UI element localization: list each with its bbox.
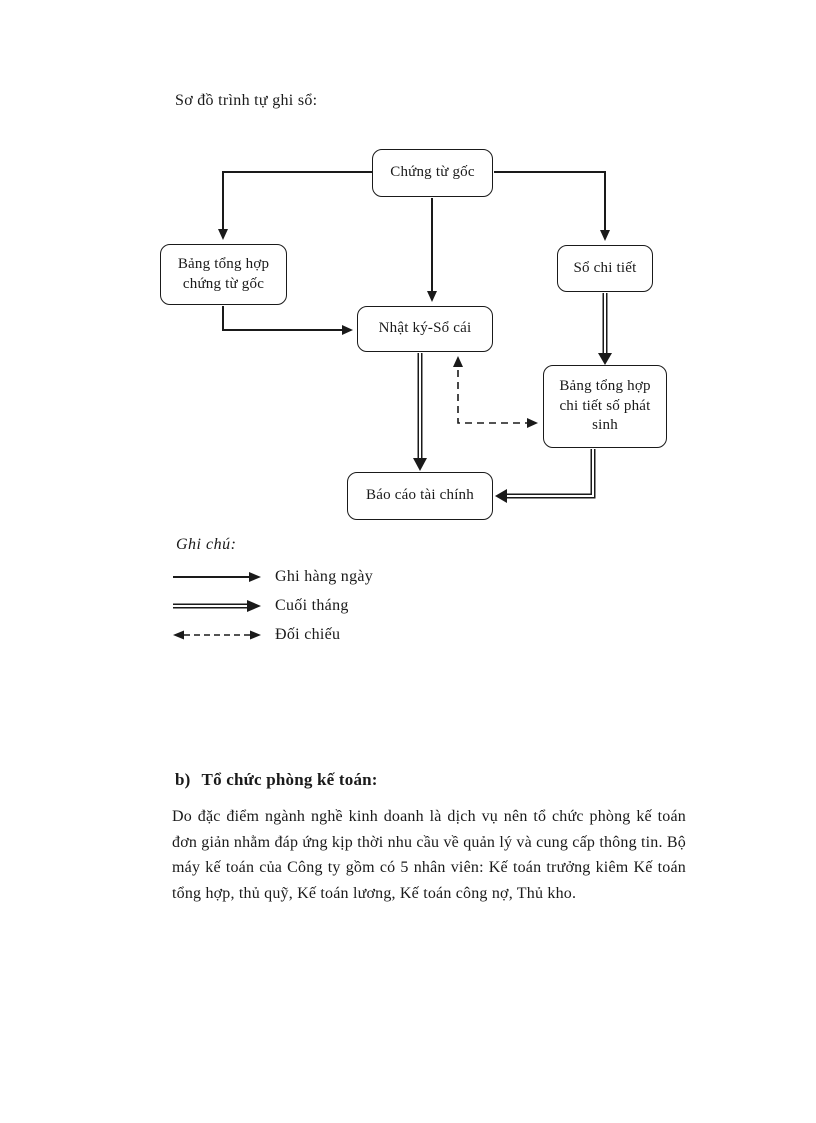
double-arrow-sochitiet-to-bangthct bbox=[598, 293, 612, 365]
arrow-chungtu-to-bangthctg bbox=[218, 171, 372, 240]
flowchart-node-bang-tong-hop-chung-tu-goc: Bảng tổng hợp chứng từ gốc bbox=[160, 244, 287, 305]
dashed-arrow-nhatky-bangthct bbox=[453, 356, 538, 428]
arrow-bangthctg-to-nhatky bbox=[222, 306, 353, 335]
diagram-caption: Sơ đồ trình tự ghi sổ: bbox=[175, 92, 318, 109]
legend-label-daily: Ghi hàng ngày bbox=[275, 567, 374, 585]
flowchart-node-so-chi-tiet: Sổ chi tiết bbox=[557, 245, 653, 292]
section-heading-text: Tổ chức phòng kế toán: bbox=[201, 770, 378, 789]
arrow-chungtu-to-sochitiet bbox=[494, 171, 610, 241]
legend-item-daily: Ghi hàng ngày bbox=[173, 562, 373, 591]
flowchart-node-bang-tong-hop-chi-tiet: Bảng tổng hợp chi tiết số phát sinh bbox=[543, 365, 667, 448]
legend-label-reconcile: Đối chiếu bbox=[275, 625, 341, 643]
legend-item-reconcile: Đối chiếu bbox=[173, 620, 373, 649]
legend-item-monthly: Cuối tháng bbox=[173, 591, 373, 620]
flowchart-node-chung-tu-goc: Chứng từ gốc bbox=[372, 149, 493, 197]
flowchart-node-bao-cao-tai-chinh: Báo cáo tài chính bbox=[347, 472, 493, 520]
double-arrow-nhatky-to-baocao bbox=[413, 353, 427, 471]
double-arrow-icon bbox=[173, 599, 261, 612]
solid-arrow-icon bbox=[173, 571, 261, 582]
body-paragraph: Do đặc điểm ngành nghề kinh doanh là dịc… bbox=[172, 808, 686, 902]
flowchart-connectors bbox=[218, 171, 612, 503]
legend-title: Ghi chú: bbox=[176, 536, 237, 553]
legend-label-monthly: Cuối tháng bbox=[275, 596, 349, 614]
flowchart-node-nhat-ky-so-cai: Nhật ký-Sổ cái bbox=[357, 306, 493, 352]
legend: Ghi hàng ngày Cuối tháng Đối chiếu bbox=[173, 562, 373, 649]
section-heading: b) Tổ chức phòng kế toán: bbox=[175, 770, 378, 790]
dashed-arrow-icon bbox=[173, 630, 261, 639]
section-marker: b) bbox=[175, 770, 191, 789]
double-arrow-bangthct-to-baocao bbox=[495, 449, 596, 503]
